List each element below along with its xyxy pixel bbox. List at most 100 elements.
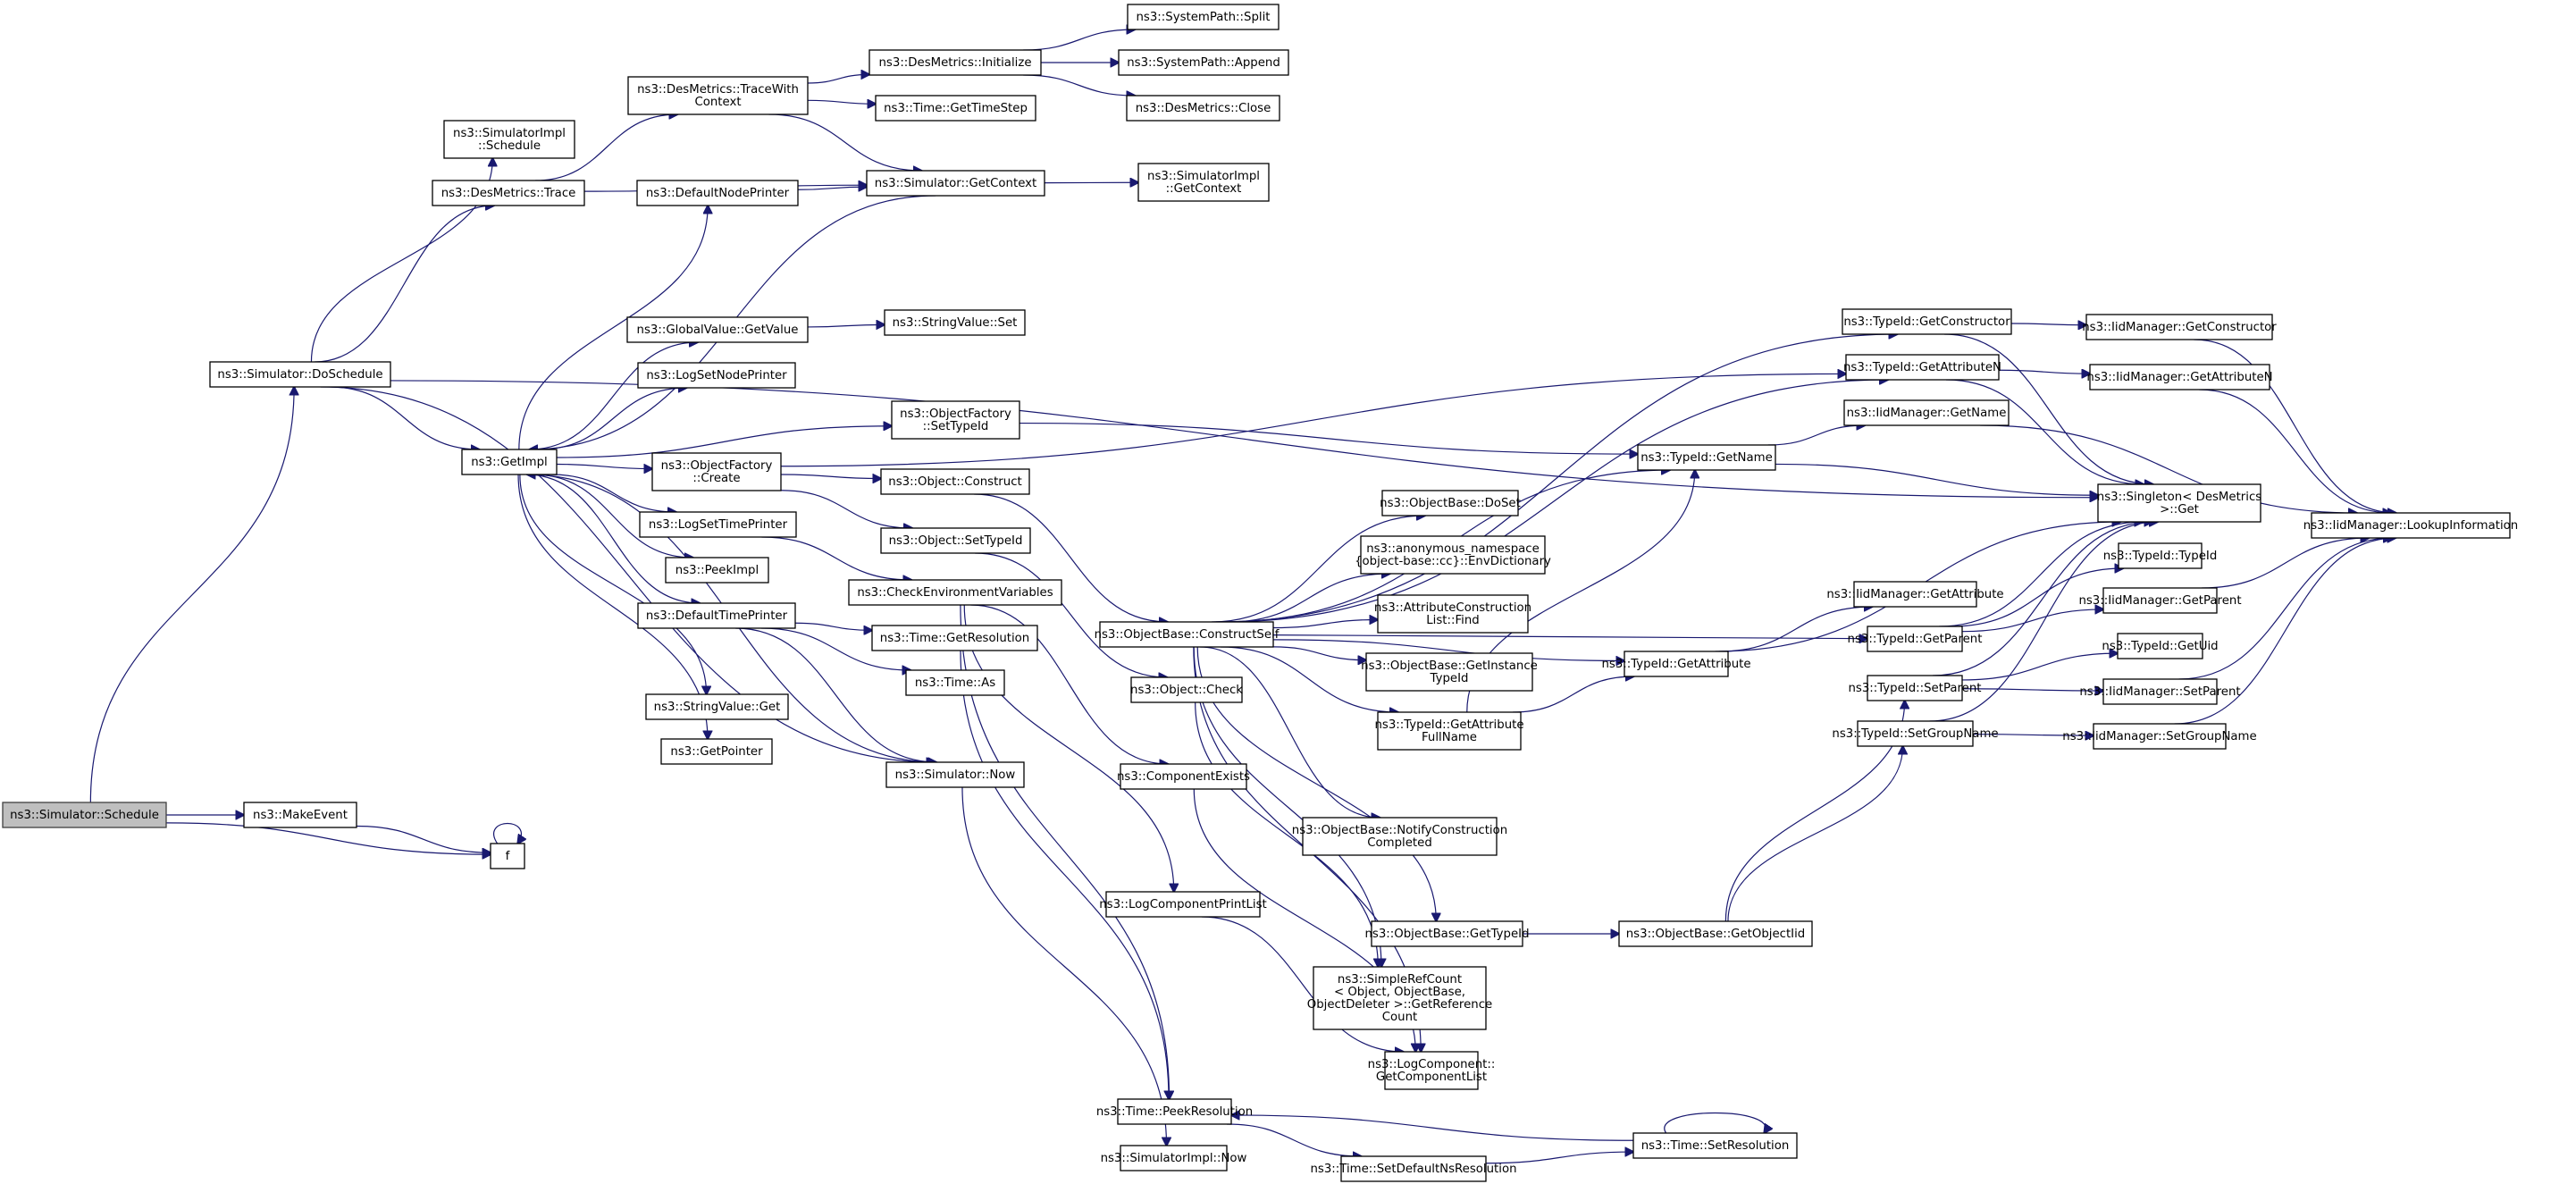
node-label: ns3::IidManager::SetGroupName xyxy=(2062,730,2256,743)
node-peekimpl[interactable]: ns3::PeekImpl xyxy=(665,557,769,584)
node-logsettimeprinter[interactable]: ns3::LogSetTimePrinter xyxy=(639,511,797,538)
node-time_getresolution[interactable]: ns3::Time::GetResolution xyxy=(871,625,1038,651)
node-getpointer[interactable]: ns3::GetPointer xyxy=(660,738,773,765)
node-singleton_get[interactable]: ns3::Singleton< DesMetrics>::Get xyxy=(2097,483,2261,523)
node-label: ns3::DesMetrics::Initialize xyxy=(879,56,1032,70)
node-typeid_getuid[interactable]: ns3::TypeId::GetUid xyxy=(2102,633,2219,659)
node-object_settypeid[interactable]: ns3::Object::SetTypeId xyxy=(880,527,1031,554)
node-box xyxy=(1365,652,1533,692)
node-typeid_getname[interactable]: ns3::TypeId::GetName xyxy=(1637,444,1776,471)
node-label: ns3::IidManager::SetParent xyxy=(2079,685,2240,699)
node-label: ns3::GetImpl xyxy=(471,456,547,469)
node-objectbase_gettypeid[interactable]: ns3::ObjectBase::GetTypeId xyxy=(1364,920,1530,947)
node-logsetnodeprinter[interactable]: ns3::LogSetNodePrinter xyxy=(637,362,796,389)
node-f[interactable]: f xyxy=(490,843,525,869)
node-typeid_setgroupname[interactable]: ns3::TypeId::SetGroupName xyxy=(1832,720,1999,747)
node-desmetrics_trace[interactable]: ns3::DesMetrics::Trace xyxy=(432,180,585,206)
node-simimpl_schedule[interactable]: ns3::SimulatorImpl::Schedule xyxy=(443,120,575,159)
edge-schedule-to-doschedule xyxy=(89,387,294,803)
edge-tracewithcontext-to-simulator_getcontext xyxy=(768,113,922,171)
node-defaulttimeprinter[interactable]: ns3::DefaultTimePrinter xyxy=(637,602,796,629)
edge-typeid_getattributen-to-singleton_get xyxy=(1945,379,2144,484)
node-systempath_split[interactable]: ns3::SystemPath::Split xyxy=(1127,4,1280,30)
node-label: ns3::ComponentExists xyxy=(1117,770,1250,784)
node-objectfactory_create[interactable]: ns3::ObjectFactory::Create xyxy=(651,452,782,491)
node-label: ns3::SimulatorImpl::Now xyxy=(1101,1152,1247,1165)
node-simulator_now[interactable]: ns3::Simulator::Now xyxy=(885,761,1025,788)
node-label: TypeId xyxy=(1430,672,1469,685)
node-objectfactory_settypeid[interactable]: ns3::ObjectFactory::SetTypeId xyxy=(891,400,1020,440)
edge-checkenvvars-to-logcomponentprintlist xyxy=(963,604,1174,892)
edge-desmetrics_initialize-to-systempath_split xyxy=(1023,29,1135,51)
edge-constructself-to-attrconstructionlist_find xyxy=(1272,619,1378,629)
node-doschedule[interactable]: ns3::Simulator::DoSchedule xyxy=(209,361,391,388)
node-time_setdefaultnsresolution[interactable]: ns3::Time::SetDefaultNsResolution xyxy=(1310,1155,1517,1182)
node-object_check[interactable]: ns3::Object::Check xyxy=(1130,676,1243,703)
node-componentexists[interactable]: ns3::ComponentExists xyxy=(1117,763,1250,790)
node-box xyxy=(2,802,167,828)
node-label: ns3::DesMetrics::Trace xyxy=(441,187,576,200)
node-objectbase_getobjectiid[interactable]: ns3::ObjectBase::GetObjectIid xyxy=(1618,920,1813,947)
node-label: ns3::StringValue::Get xyxy=(654,701,781,714)
node-simimpl_now[interactable]: ns3::SimulatorImpl::Now xyxy=(1101,1145,1247,1171)
node-simulator_getcontext[interactable]: ns3::Simulator::GetContext xyxy=(866,170,1045,197)
node-iidmanager_getname[interactable]: ns3::IidManager::GetName xyxy=(1843,399,2010,426)
node-desmetrics_close[interactable]: ns3::DesMetrics::Close xyxy=(1126,95,1280,122)
node-makeevent[interactable]: ns3::MakeEvent xyxy=(243,802,357,828)
edge-object_construct-to-constructself xyxy=(974,493,1168,622)
node-iidmanager_lookupinformation[interactable]: ns3::IidManager::LookupInformation xyxy=(2303,512,2518,539)
node-object_construct[interactable]: ns3::Object::Construct xyxy=(880,468,1030,495)
node-typeid_setparent[interactable]: ns3::TypeId::SetParent xyxy=(1848,675,1982,701)
node-time_peekresolution[interactable]: ns3::Time::PeekResolution xyxy=(1096,1098,1253,1125)
edge-time_setdefaultnsresolution-to-time_setresolution xyxy=(1485,1152,1633,1164)
node-label: ns3::IidManager::GetAttribute xyxy=(1826,588,2003,601)
node-typeid_getattribute[interactable]: ns3::TypeId::GetAttribute xyxy=(1601,651,1751,677)
node-iidmanager_getparent[interactable]: ns3::IidManager::GetParent xyxy=(2078,587,2242,614)
node-box xyxy=(490,843,525,869)
node-simplerefcount[interactable]: ns3::SimpleRefCount< Object, ObjectBase,… xyxy=(1307,966,1492,1030)
node-globalvalue_getvalue[interactable]: ns3::GlobalValue::GetValue xyxy=(626,316,809,343)
node-stringvalue_set[interactable]: ns3::StringValue::Set xyxy=(884,309,1026,336)
node-iidmanager_getattributen[interactable]: ns3::IidManager::GetAttributeN xyxy=(2086,364,2273,390)
node-iidmanager_setgroupname[interactable]: ns3::IidManager::SetGroupName xyxy=(2062,723,2257,750)
node-label: ::Schedule xyxy=(478,139,541,153)
edge-logcomponentprintlist-to-logcomponent_getcomponentlist xyxy=(1201,916,1404,1052)
node-label: {object-base::cc}::EnvDictionary xyxy=(1355,555,1551,568)
node-defaultnodeprinter[interactable]: ns3::DefaultNodePrinter xyxy=(636,180,799,206)
node-schedule[interactable]: ns3::Simulator::Schedule xyxy=(2,802,167,828)
node-iidmanager_setparent[interactable]: ns3::IidManager::SetParent xyxy=(2079,678,2241,705)
node-desmetrics_initialize[interactable]: ns3::DesMetrics::Initialize xyxy=(868,49,1042,76)
node-objectbase_doset[interactable]: ns3::ObjectBase::DoSet xyxy=(1380,490,1521,516)
node-box xyxy=(2089,364,2270,390)
node-constructself[interactable]: ns3::ObjectBase::ConstructSelf xyxy=(1095,621,1280,648)
node-logcomponent_getcomponentlist[interactable]: ns3::LogComponent::GetComponentList xyxy=(1368,1051,1496,1090)
node-logcomponentprintlist[interactable]: ns3::LogComponentPrintList xyxy=(1099,891,1267,918)
node-typeid_getconstructor[interactable]: ns3::TypeId::GetConstructor xyxy=(1842,308,2012,335)
node-time_gettimestep[interactable]: ns3::Time::GetTimeStep xyxy=(875,95,1036,122)
node-box xyxy=(1126,95,1280,122)
node-typeid_typeid[interactable]: ns3::TypeId::TypeId xyxy=(2103,542,2218,569)
node-systempath_append[interactable]: ns3::SystemPath::Append xyxy=(1118,49,1289,76)
node-simimpl_getcontext[interactable]: ns3::SimulatorImpl::GetContext xyxy=(1137,163,1270,202)
node-label: ns3::ObjectBase::GetTypeId xyxy=(1364,928,1529,941)
node-getimpl[interactable]: ns3::GetImpl xyxy=(461,449,558,475)
node-iidmanager_getconstructor[interactable]: ns3::IidManager::GetConstructor xyxy=(2082,314,2277,340)
node-box xyxy=(2102,587,2218,614)
node-checkenvvars[interactable]: ns3::CheckEnvironmentVariables xyxy=(848,579,1062,606)
node-label: ns3::LogComponentPrintList xyxy=(1099,898,1267,911)
node-typeid_getattributen[interactable]: ns3::TypeId::GetAttributeN xyxy=(1843,354,2001,381)
node-envdictionary[interactable]: ns3::anonymous_namespace{object-base::cc… xyxy=(1355,535,1551,575)
node-box xyxy=(880,527,1031,554)
node-notifyconstructioncompleted[interactable]: ns3::ObjectBase::NotifyConstructionCompl… xyxy=(1292,817,1507,856)
node-stringvalue_get[interactable]: ns3::StringValue::Get xyxy=(645,693,789,720)
node-time_setresolution[interactable]: ns3::Time::SetResolution xyxy=(1632,1132,1798,1159)
node-time_as[interactable]: ns3::Time::As xyxy=(905,669,1005,696)
node-typeid_getparent[interactable]: ns3::TypeId::GetParent xyxy=(1848,626,1983,652)
node-box xyxy=(885,761,1025,788)
node-iidmanager_getattribute[interactable]: ns3::IidManager::GetAttribute xyxy=(1826,581,2004,608)
node-box xyxy=(665,557,769,584)
